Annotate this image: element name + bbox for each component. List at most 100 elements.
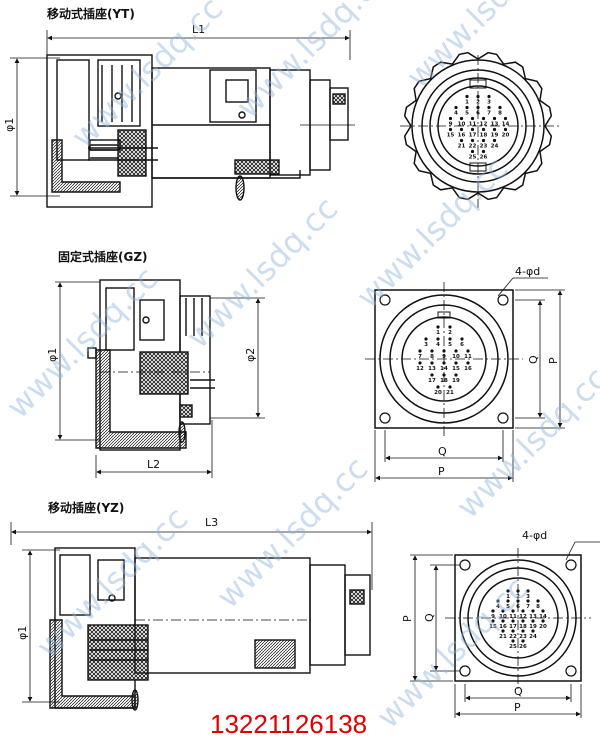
pin-label: 1 <box>506 594 510 600</box>
pin-yz-13 <box>531 609 535 613</box>
title-yz: 移动插座(YZ) <box>48 500 124 515</box>
pin-yt-18 <box>481 127 486 132</box>
pin-yz-2 <box>516 589 520 593</box>
pin-label: 15 <box>489 624 497 630</box>
pin-yt-19 <box>492 127 497 132</box>
pin-label: 13 <box>529 614 537 620</box>
pin-yz-8 <box>536 599 540 603</box>
pin-label: 12 <box>480 122 488 128</box>
pin-label: 4 <box>454 111 458 117</box>
pin-label: 17 <box>469 133 477 139</box>
pin-yt-21 <box>459 138 464 143</box>
pin-label: 23 <box>519 634 527 640</box>
pin-yt-13 <box>492 116 497 121</box>
gz-side-view <box>55 279 265 478</box>
pin-label: 25 <box>509 644 517 650</box>
pin-yt-23 <box>481 138 486 143</box>
pin-label: 16 <box>464 366 472 372</box>
pin-label: 3 <box>487 100 491 106</box>
phone-number: 13221126138 <box>210 709 367 739</box>
pin-label: 6 <box>476 111 480 117</box>
pin-label: 22 <box>469 144 477 150</box>
pin-label: 19 <box>491 133 499 139</box>
pin-label: 2 <box>448 330 452 336</box>
pin-yz-4 <box>496 599 500 603</box>
pin-yz-16 <box>501 619 505 623</box>
pin-gz-10 <box>454 349 458 353</box>
pin-label: 6 <box>516 604 520 610</box>
pin-label: 2 <box>476 100 480 106</box>
title-gz: 固定式插座(GZ) <box>58 249 148 264</box>
pin-label: 2 <box>516 594 520 600</box>
pin-yt-5 <box>465 105 469 110</box>
pin-yt-12 <box>481 116 486 121</box>
pin-label: 15 <box>447 133 455 139</box>
watermark-3: www.lsdq.cc <box>399 0 565 96</box>
pin-gz-17 <box>430 373 434 377</box>
pin-label: 14 <box>502 122 510 128</box>
pin-label: 11 <box>464 354 472 360</box>
pin-yz-21 <box>501 629 505 633</box>
pin-gz-14 <box>442 361 446 365</box>
pin-yt-20 <box>503 127 508 132</box>
pin-label: 5 <box>506 604 510 610</box>
pin-gz-12 <box>418 361 422 365</box>
pin-yt-2 <box>476 94 480 99</box>
dim-yz-holes: 4-φd <box>522 529 547 542</box>
pin-yz-15 <box>491 619 495 623</box>
pin-gz-2 <box>448 325 452 329</box>
pin-label: 18 <box>480 133 488 139</box>
pin-label: 10 <box>458 122 466 128</box>
yt-end-view <box>400 51 560 208</box>
pin-label: 12 <box>416 366 424 372</box>
pin-label: 14 <box>539 614 547 620</box>
dim-gz-Qv: Q <box>527 355 540 364</box>
dim-gz-Pv: P <box>547 357 560 364</box>
pin-label: 25 <box>469 155 477 161</box>
pin-label: 26 <box>519 644 527 650</box>
pin-gz-7 <box>418 349 422 353</box>
pin-yz-19 <box>531 619 535 623</box>
pin-label: 19 <box>529 624 537 630</box>
pin-gz-19 <box>454 373 458 377</box>
pin-gz-20 <box>436 385 440 389</box>
pin-yt-7 <box>487 105 491 110</box>
pin-label: 13 <box>428 366 436 372</box>
pin-label: 8 <box>498 111 502 117</box>
dim-L3: L3 <box>205 516 218 529</box>
pin-label: 8 <box>536 604 540 610</box>
pin-yz-7 <box>526 599 530 603</box>
pin-label: 18 <box>440 378 448 384</box>
pin-label: 7 <box>526 604 530 610</box>
pin-yz-12 <box>521 609 525 613</box>
pin-label: 23 <box>480 144 488 150</box>
pin-label: 21 <box>446 390 454 396</box>
pin-gz-9 <box>442 349 446 353</box>
watermark-7: www.lsdq.cc <box>449 359 600 525</box>
pin-yt-16 <box>459 127 464 132</box>
yz-end-view <box>410 541 600 718</box>
title-yt: 移动式插座(YT) <box>47 6 135 21</box>
dim-gz-phi1: φ1 <box>46 348 59 362</box>
yt-side-view <box>10 30 355 208</box>
dim-gz-holes: 4-φd <box>515 265 540 278</box>
pin-yz-23 <box>521 629 525 633</box>
pin-label: 20 <box>539 624 547 630</box>
dim-phi2: φ2 <box>244 348 257 362</box>
pin-label: 17 <box>509 624 517 630</box>
pin-label: 12 <box>519 614 527 620</box>
dim-yz-Pv: P <box>401 615 414 622</box>
pin-label: 16 <box>458 133 466 139</box>
pin-label: 24 <box>491 144 499 150</box>
dim-yt-phi1: φ1 <box>3 118 16 132</box>
pin-label: 5 <box>465 111 469 117</box>
pin-yz-25 <box>511 639 515 643</box>
pin-gz-16 <box>466 361 470 365</box>
gz-end-view <box>365 277 565 482</box>
pin-yt-14 <box>503 116 508 121</box>
pin-label: 17 <box>428 378 436 384</box>
pin-yt-10 <box>459 116 464 121</box>
pin-label: 11 <box>469 122 477 128</box>
pin-yt-17 <box>470 127 475 132</box>
